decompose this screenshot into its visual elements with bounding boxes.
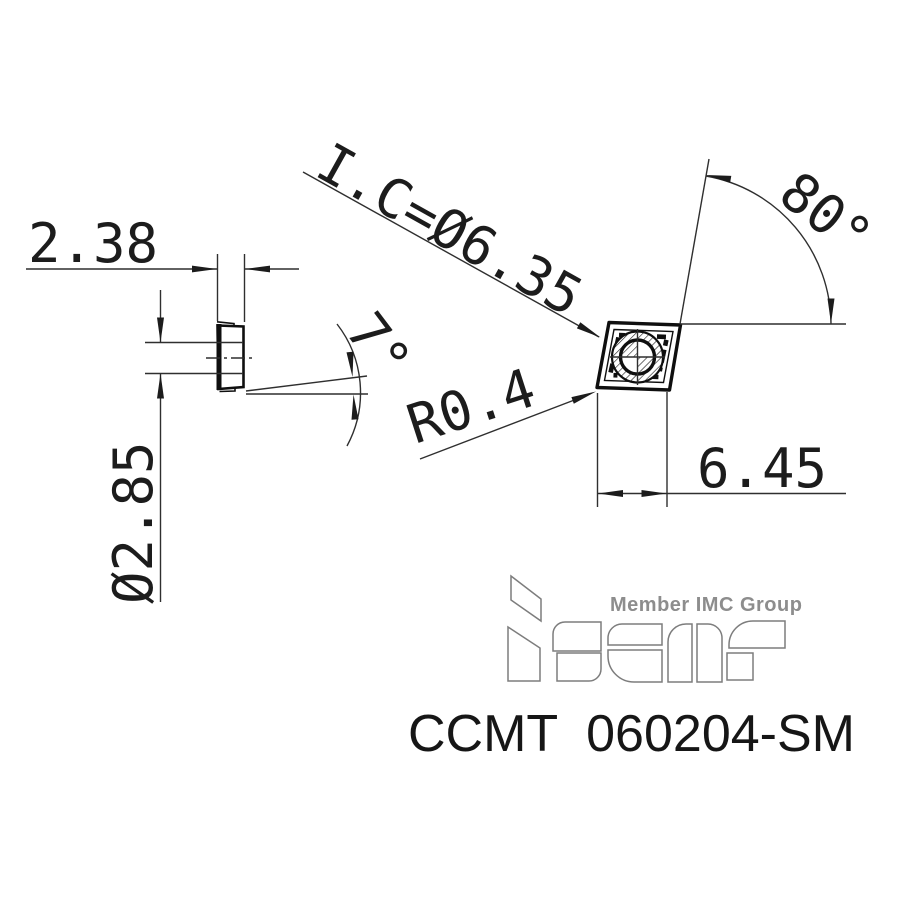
arrowhead — [346, 351, 354, 377]
angle-arc — [705, 175, 832, 325]
logo-letter-s-top — [552, 621, 602, 652]
arrowhead — [598, 490, 623, 497]
insert-top-land — [216, 321, 235, 327]
hole-quadrant-hatch — [620, 340, 638, 357]
logo-letter-i-body — [507, 625, 541, 682]
angle-flank-line — [245, 375, 368, 392]
leader-line — [419, 398, 578, 460]
logo-tagline: Member IMC Group — [610, 594, 802, 616]
arrowhead — [351, 394, 359, 420]
angle-arc — [336, 323, 362, 447]
arrowhead — [571, 391, 596, 404]
logo-letter-r-top — [728, 620, 786, 649]
logo-letter-a-right — [696, 623, 723, 683]
logo-letter-i-dot — [510, 574, 542, 623]
logo-letter-s-bottom — [556, 652, 602, 682]
dimension-hole-dia-label: Ø2.85 — [102, 441, 165, 604]
logo-letter-c-bottom — [607, 649, 663, 683]
hole-quadrant-hatch — [637, 357, 655, 374]
logo-letter-c-top — [607, 623, 663, 646]
edge-length-label: 6.45 — [697, 437, 827, 500]
iscar-logo: Member IMC Group — [507, 574, 802, 683]
arrowhead — [641, 490, 667, 497]
inscribed-circle-label: I.C=Ø6.35 — [307, 131, 593, 329]
clearance-angle-label: 7° — [334, 301, 423, 391]
part-number: CCMT 060204-SM — [408, 705, 855, 763]
arrowhead — [576, 322, 601, 338]
arrowhead — [157, 373, 164, 399]
dimension-width-label: 2.38 — [28, 212, 158, 275]
side-view: 2.38 Ø2.85 7° — [26, 212, 423, 604]
leader-line — [302, 171, 600, 338]
arrowhead — [827, 298, 835, 324]
angle-flank-line — [679, 158, 710, 325]
arrowhead — [192, 265, 217, 273]
arrowhead — [706, 175, 732, 183]
arrowhead — [157, 317, 164, 343]
arrowhead — [245, 265, 270, 273]
nose-angle-label: 80° — [768, 160, 884, 270]
insert-bottom-land — [219, 387, 236, 393]
nose-radius-label: R0.4 — [400, 356, 543, 456]
insert-top-outline — [595, 320, 683, 392]
logo-letter-r-leg — [726, 652, 754, 681]
logo-letter-a-left — [667, 623, 693, 683]
edge-land-line — [603, 328, 674, 384]
